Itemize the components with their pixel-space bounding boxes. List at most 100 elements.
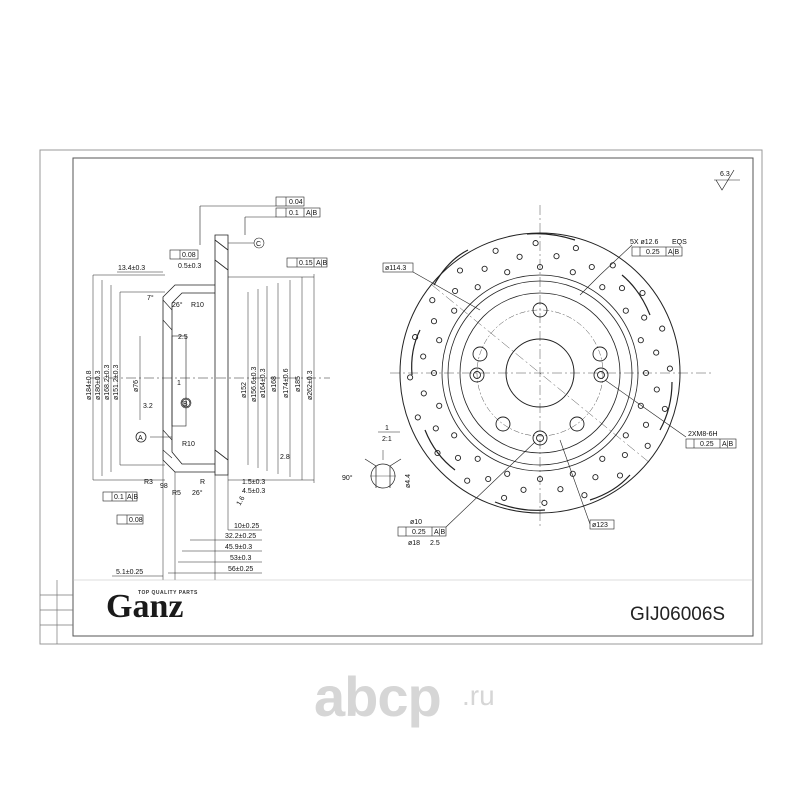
diameter-dim-lines <box>92 274 165 481</box>
drill-hole-17 <box>599 284 606 291</box>
top-small-dim: 0.5±0.3 <box>178 263 201 270</box>
drill-hole-25 <box>520 486 527 493</box>
flatness-value: 0.04 <box>289 199 303 206</box>
r32-label: 3.2 <box>143 403 153 410</box>
bottom-dim-0: 10±0.25 <box>234 523 259 530</box>
drill-hole-50 <box>412 334 419 341</box>
drill-hole-59 <box>666 365 673 372</box>
drill-hole-32 <box>452 287 459 295</box>
diameter-label-5: ø152 <box>241 382 248 398</box>
pcd-label: ø114.3 <box>385 265 406 272</box>
drill-hole-40 <box>661 405 668 412</box>
drill-hole-1 <box>637 402 644 409</box>
runout-b-value: 0.15 <box>299 260 313 267</box>
drill-hole-20 <box>653 386 660 393</box>
s45-label: 4.5±0.3 <box>242 488 265 495</box>
drill-hole-42 <box>616 472 624 479</box>
disc-centerline-d1 <box>431 284 651 464</box>
part-number: GIJ06006S <box>630 604 726 625</box>
s15-label: 1.5±0.3 <box>242 479 265 486</box>
runout-side-ref: A|B <box>127 494 138 501</box>
sheet-outer-border <box>39 149 763 645</box>
drill-hole-11 <box>436 337 443 344</box>
diameter-label-4: ø76 <box>133 380 140 392</box>
drill-hole-27 <box>454 454 462 461</box>
surface-finish-value: 6.3 <box>720 171 730 178</box>
drill-hole-3 <box>599 455 606 462</box>
bolt-eqs: EQS <box>672 239 687 246</box>
drill-hole-31 <box>430 318 438 325</box>
pin-depth2: 2.5 <box>430 540 440 547</box>
r5-label: R5 <box>172 490 181 497</box>
tolerance-frames-top <box>169 196 328 268</box>
flatness-side-value: 0.08 <box>129 517 143 524</box>
runout-side-value: 0.1 <box>114 494 124 501</box>
drill-hole-37 <box>618 285 626 292</box>
datum-b-circle <box>180 397 192 409</box>
bolt-tol: 0.25 <box>646 249 660 256</box>
diameter-label-0: ø184±0.8 <box>86 370 93 400</box>
drill-hole-22 <box>621 451 628 459</box>
pin-depth: ø18 <box>408 540 420 547</box>
center-label: ø123 <box>592 522 608 529</box>
r26-top: 26° <box>172 301 183 309</box>
brand-logo: Ganz <box>106 588 184 625</box>
bottom-dim-lines <box>112 460 262 580</box>
bottom-dim-3: 53±0.3 <box>230 555 251 562</box>
drill-hole-18 <box>622 307 629 314</box>
drill-hole-58 <box>659 325 666 332</box>
bolt-ref: A|B <box>668 249 679 256</box>
drill-hole-8 <box>451 432 458 439</box>
diameter-label-2: ø168.2±0.3 <box>104 365 111 400</box>
pin-ref: A|B <box>434 529 445 536</box>
diameter-label-8: ø168 <box>271 376 278 392</box>
runout-a-ref: A|B <box>306 210 317 217</box>
angle-bot: 26° <box>192 489 203 497</box>
drill-hole-41 <box>644 442 651 449</box>
thread-tol: 0.25 <box>700 441 714 448</box>
pin-tol: 0.25 <box>412 529 426 536</box>
watermark-logo: abcp <box>314 665 442 728</box>
diameter-dim-lines-right <box>228 274 315 483</box>
drill-hole-16 <box>569 269 576 276</box>
tolerance-frames-side <box>102 491 144 525</box>
parallelism-value: 0.08 <box>182 252 196 259</box>
drill-hole-38 <box>641 314 648 321</box>
bottom-dim-2: 45.9±0.3 <box>225 544 252 551</box>
watermark-tld: .ru <box>462 680 495 711</box>
drill-hole-53 <box>492 247 499 254</box>
drill-hole-5 <box>536 475 544 483</box>
r98-label: 98 <box>160 483 168 490</box>
runout-a-value: 0.1 <box>289 210 299 217</box>
brand-tagline: TOP QUALITY PARTS <box>138 590 198 596</box>
disc-view-frames <box>382 244 737 537</box>
drill-hole-49 <box>407 374 414 381</box>
diameter-label-9: ø174±0.6 <box>283 368 290 398</box>
drill-hole-13 <box>474 284 481 291</box>
r28-label: 2.8 <box>280 454 290 461</box>
datum-c-label: C <box>256 241 261 248</box>
r10-top: R10 <box>191 302 204 309</box>
drill-hole-47 <box>434 449 441 457</box>
diameter-label-6: ø156.6±0.3 <box>251 367 258 402</box>
drill-hole-52 <box>456 267 464 274</box>
r10-bot: R10 <box>182 441 195 448</box>
drill-hole-34 <box>516 253 523 260</box>
drill-hole-33 <box>481 265 488 272</box>
drill-hole-55 <box>572 245 579 252</box>
angle-top: 7° <box>147 294 154 302</box>
r1-label: 1 <box>177 380 181 387</box>
diameter-label-10: ø185 <box>295 376 302 392</box>
bolt-holes <box>472 302 608 432</box>
threaded-holes <box>469 367 609 446</box>
drill-hole-43 <box>581 492 588 499</box>
drill-hole-21 <box>642 421 650 428</box>
detail-angle: 90° <box>342 474 353 482</box>
drill-hole-39 <box>653 349 660 356</box>
drill-hole-56 <box>609 262 616 269</box>
bottom-dim-1: 32.2±0.25 <box>225 533 256 540</box>
datum-b-label: B <box>183 401 188 408</box>
diameter-label-7: ø164±0.3 <box>260 368 267 398</box>
drill-hole-48 <box>414 414 421 421</box>
r16-label: 1.6 <box>236 495 247 507</box>
